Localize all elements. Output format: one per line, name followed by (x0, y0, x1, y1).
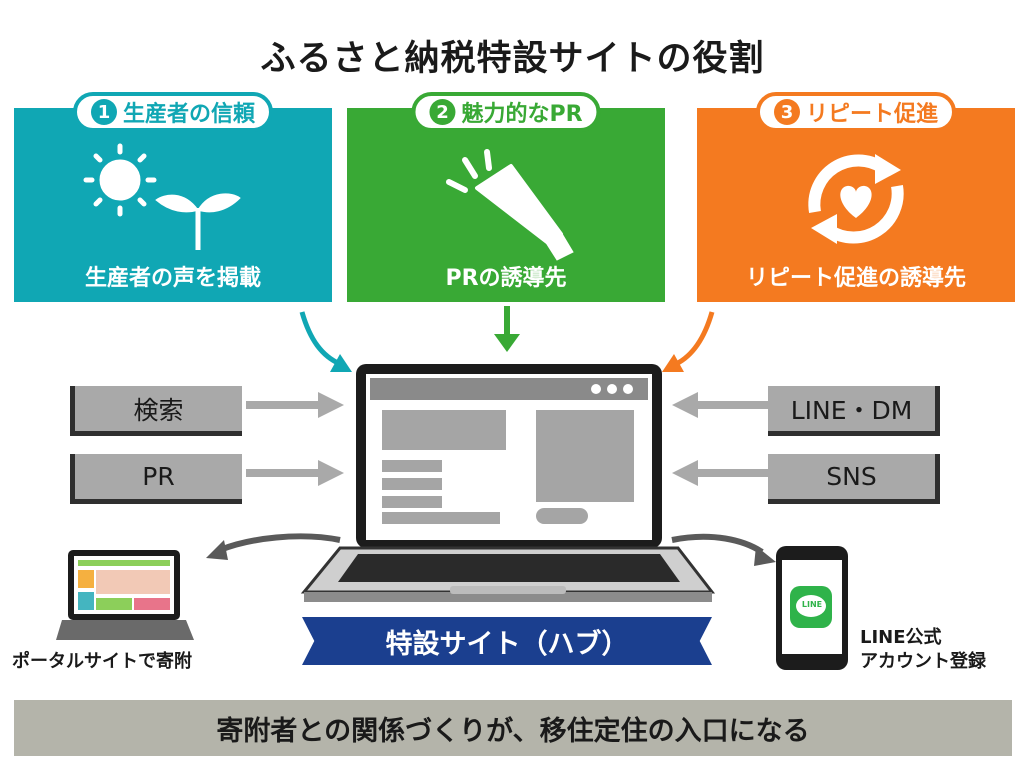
source-line-dm: LINE・DM (768, 386, 940, 436)
role-badge: 2 魅力的なPR (411, 92, 601, 132)
role-caption: PRの誘導先 (445, 266, 567, 291)
source-pr: PR (70, 454, 242, 504)
role-badge: 1 生産者の信頼 (72, 92, 274, 132)
sun-sprout-icon (83, 143, 241, 250)
role-number: 3 (773, 99, 800, 125)
role-repeat-promotion: 3 リピート促進 リピート促進の誘導先 (697, 92, 1015, 302)
role-number: 2 (429, 99, 456, 125)
source-sns: SNS (768, 454, 940, 504)
arrow-orange-icon (674, 311, 715, 367)
footer-text: 寄附者との関係づくりが、移住定住の入口になる (216, 715, 810, 747)
source-label: PR (142, 462, 175, 491)
page-title: ふるさと納税特設サイトの役割 (260, 39, 765, 79)
portal-laptop-icon (56, 550, 194, 640)
role-caption: リピート促進の誘導先 (745, 266, 966, 291)
arrow-to-portal-icon (218, 533, 341, 553)
role-label: 魅力的なPR (461, 102, 583, 127)
line-label-line1: LINE公式 (860, 627, 942, 648)
source-label: LINE・DM (790, 395, 913, 425)
megaphone-icon (446, 149, 574, 261)
arrow-orange-head (662, 354, 684, 372)
hub-banner: 特設サイト（ハブ） (302, 617, 712, 665)
line-logo-text: LINE (801, 600, 823, 609)
role-badge: 3 リピート促進 (755, 92, 957, 132)
footer-banner: 寄附者との関係づくりが、移住定住の入口になる (14, 700, 1012, 756)
role-caption: 生産者の声を掲載 (84, 266, 261, 291)
role-number: 1 (90, 99, 117, 125)
source-label: 検索 (133, 395, 184, 425)
heart-cycle-icon (808, 154, 904, 244)
hub-label: 特設サイト（ハブ） (385, 628, 629, 660)
role-label: リピート促進 (805, 102, 939, 127)
role-producer-trust: 1 生産者の信頼 生産者の声を掲載 (14, 92, 332, 302)
arrow-teal-icon (299, 311, 342, 367)
role-attractive-pr: 2 魅力的なPR PRの誘導先 (347, 92, 665, 302)
arrow-teal-head (330, 354, 352, 372)
source-search: 検索 (70, 386, 242, 436)
hub-laptop-icon (300, 364, 716, 602)
source-label: SNS (826, 462, 877, 491)
line-label-line2: アカウント登録 (860, 651, 986, 672)
smartphone-icon (776, 546, 848, 670)
arrow-green-head (494, 334, 520, 352)
portal-label: ポータルサイトで寄附 (12, 651, 192, 672)
role-label: 生産者の信頼 (122, 102, 256, 127)
